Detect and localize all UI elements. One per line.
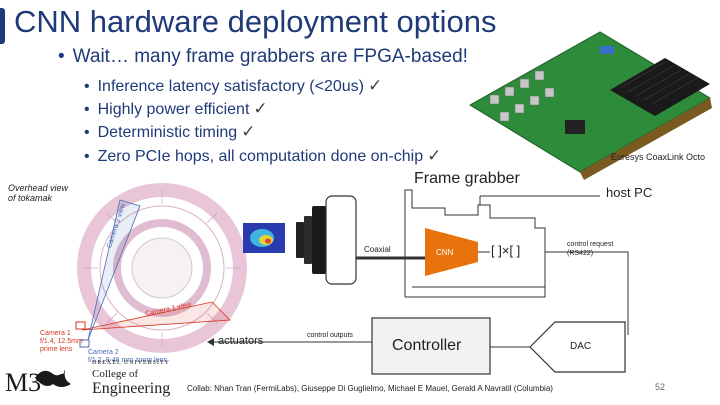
actuators-label: actuators <box>218 335 264 347</box>
sub-bullet-timing: • Deterministic timing✓ <box>84 122 255 142</box>
sub-bullet-text: Inference latency satisfactory (<20us) <box>97 78 364 95</box>
collab-credits: Collab: Nhan Tran (FermiLabs), Giuseppe … <box>187 384 553 393</box>
sub-bullet-text: Highly power efficient <box>97 101 250 118</box>
cnn-label: CNN <box>436 248 454 257</box>
dragon-logo-icon <box>35 370 71 387</box>
main-bullet-text: Wait… many frame grabbers are FPGA-based… <box>72 46 468 67</box>
camera2-label: Camera 2 <box>88 349 119 356</box>
camera-icon <box>296 195 357 285</box>
matrix-label: [ ]×[ ] <box>491 243 521 258</box>
drexel-university-label: DREXEL UNIVERSITY <box>92 360 170 366</box>
engineering-label: Engineering <box>92 380 171 397</box>
dac-label: DAC <box>570 341 592 352</box>
sub-bullet-text: Zero PCIe hops, all computation done on-… <box>97 148 424 165</box>
control-request-line <box>545 251 629 335</box>
controller-label: Controller <box>392 337 462 354</box>
sub-bullet-power: • Highly power efficient✓ <box>84 99 268 119</box>
tokamak-caption: Overhead view of tokamak <box>8 183 69 203</box>
bullet-dot: • <box>84 148 90 165</box>
sub-bullet-text: Deterministic timing <box>97 124 238 141</box>
camera1-spec: f/1.4, 12.5mm prime lens <box>40 338 83 353</box>
controller-block <box>371 317 491 375</box>
main-bullet: • Wait… many frame grabbers are FPGA-base… <box>58 46 468 68</box>
control-request-label: control request (RS422) <box>567 241 614 257</box>
slide-title: CNN hardware deployment options <box>14 4 497 39</box>
control-outputs-label: control outputs <box>307 332 353 339</box>
cnn-block <box>425 228 478 276</box>
page-number: 52 <box>655 382 666 392</box>
check-icon: ✓ <box>253 99 268 118</box>
actuator-arrowhead <box>207 338 214 346</box>
m3-logo: M3 <box>5 368 42 397</box>
camera2-spec: f/1.2, 8-48 mm zoom lens <box>88 357 167 364</box>
host-pc-label: host PC <box>606 185 653 200</box>
bullet-dot: • <box>84 101 90 118</box>
camera-frame-thumbnail <box>243 223 285 253</box>
camera1-label: Camera 1 <box>40 330 71 337</box>
check-icon: ✓ <box>427 146 442 165</box>
frame-grabber-outline <box>404 189 600 298</box>
board-caption: Euresys CoaxLink Octo <box>611 152 706 162</box>
check-icon: ✓ <box>241 122 256 141</box>
dac-block <box>529 321 626 373</box>
bullet-dot: • <box>84 78 90 95</box>
sub-bullet-latency: • Inference latency satisfactory (<20us)✓ <box>84 76 382 96</box>
frame-grabber-label: Frame grabber <box>414 170 520 187</box>
frame-grabber-board-image <box>469 31 712 180</box>
sub-bullet-pcie: • Zero PCIe hops, all computation done on… <box>84 146 441 166</box>
title-accent-bar <box>0 8 5 44</box>
bullet-dot: • <box>58 46 65 67</box>
bullet-dot: • <box>84 124 90 141</box>
check-icon: ✓ <box>367 76 383 95</box>
college-label: College of <box>92 368 139 380</box>
tokamak-diagram <box>75 183 247 353</box>
coaxial-label: Coaxial <box>364 245 391 254</box>
